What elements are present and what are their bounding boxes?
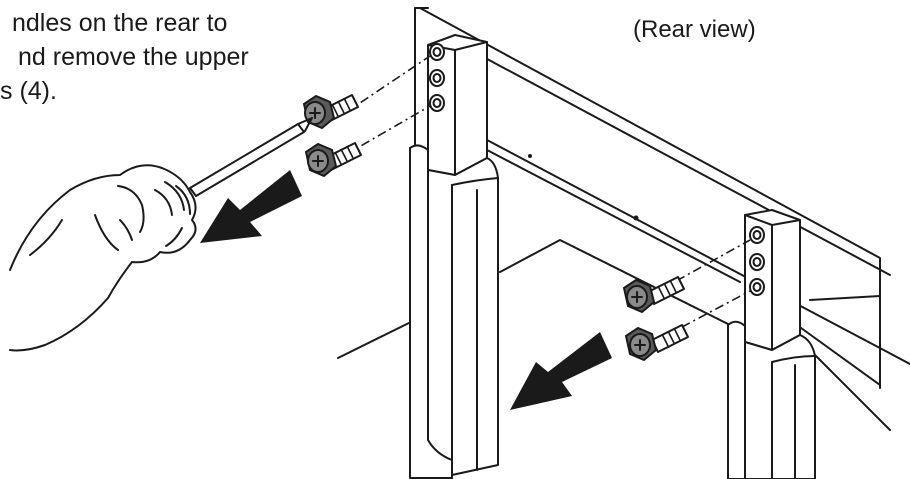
screw-upper-left bbox=[302, 94, 359, 130]
right-post-cover bbox=[727, 320, 816, 479]
screwdriver bbox=[189, 117, 313, 197]
screw-upper-right bbox=[622, 276, 685, 314]
view-label: (Rear view) bbox=[633, 16, 756, 43]
alignment-lines bbox=[344, 55, 751, 337]
left-post-upper bbox=[427, 34, 488, 176]
left-post-cover bbox=[409, 144, 499, 479]
screw-lower-right bbox=[624, 324, 689, 362]
instruction-line-2: nd remove the upper bbox=[18, 43, 249, 71]
instruction-line-1: ndles on the rear to bbox=[12, 9, 228, 37]
instruction-line-3: s (4). bbox=[0, 77, 57, 105]
right-post-upper bbox=[744, 209, 801, 351]
arrow-left-removal bbox=[200, 170, 302, 243]
hand-icon bbox=[9, 164, 197, 352]
arrow-right-removal bbox=[510, 332, 612, 410]
screw-lower-left bbox=[304, 142, 362, 178]
rear-panel bbox=[337, 7, 910, 431]
instruction-text: ndles on the rear to nd remove the upper… bbox=[0, 6, 249, 108]
